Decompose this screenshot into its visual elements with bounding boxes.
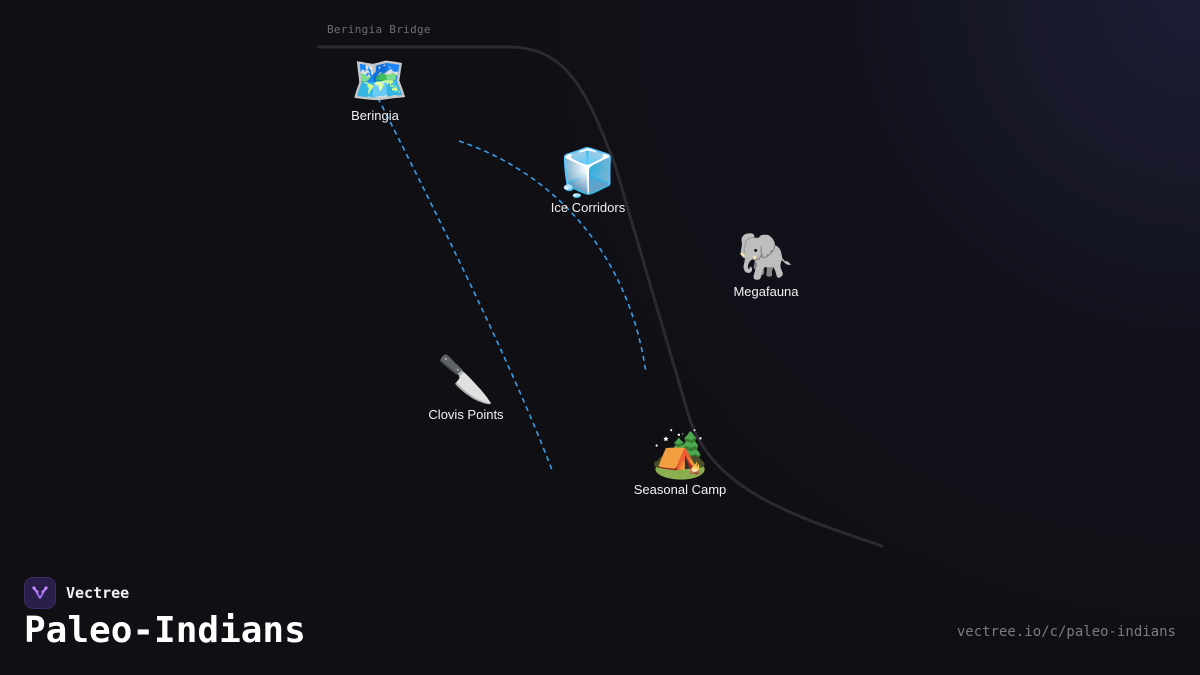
page-title: Paleo-Indians — [24, 610, 306, 651]
dashed-link-corridors-camp — [458, 140, 647, 374]
knife-icon: 🔪 — [437, 353, 495, 405]
section-label: Beringia Bridge — [327, 23, 431, 36]
node-label: Seasonal Camp — [633, 482, 727, 497]
node-label: Megafauna — [733, 284, 799, 299]
main-timeline-path — [316, 45, 884, 548]
dashed-link-beringia-clovis — [377, 97, 553, 471]
vectree-logo-icon — [24, 577, 56, 609]
node-ice-corridors[interactable]: 🧊 Ice Corridors — [508, 146, 668, 215]
node-label: Clovis Points — [428, 407, 504, 422]
brand-name: Vectree — [66, 584, 130, 602]
node-clovis-points[interactable]: 🔪 Clovis Points — [386, 353, 546, 422]
node-label: Beringia — [351, 108, 399, 123]
ice-cube-icon: 🧊 — [559, 146, 617, 198]
node-seasonal-camp[interactable]: 🏕️ Seasonal Camp — [600, 428, 760, 497]
camping-tent-icon: 🏕️ — [651, 428, 709, 480]
node-megafauna[interactable]: 🐘 Megafauna — [686, 230, 846, 299]
node-beringia[interactable]: 🗺️ Beringia — [300, 54, 460, 123]
brand[interactable]: Vectree — [24, 577, 129, 609]
elephant-icon: 🐘 — [737, 230, 795, 282]
page-url[interactable]: vectree.io/c/paleo-indians — [956, 624, 1176, 640]
world-map-icon: 🗺️ — [351, 54, 409, 106]
node-label: Ice Corridors — [550, 200, 626, 215]
